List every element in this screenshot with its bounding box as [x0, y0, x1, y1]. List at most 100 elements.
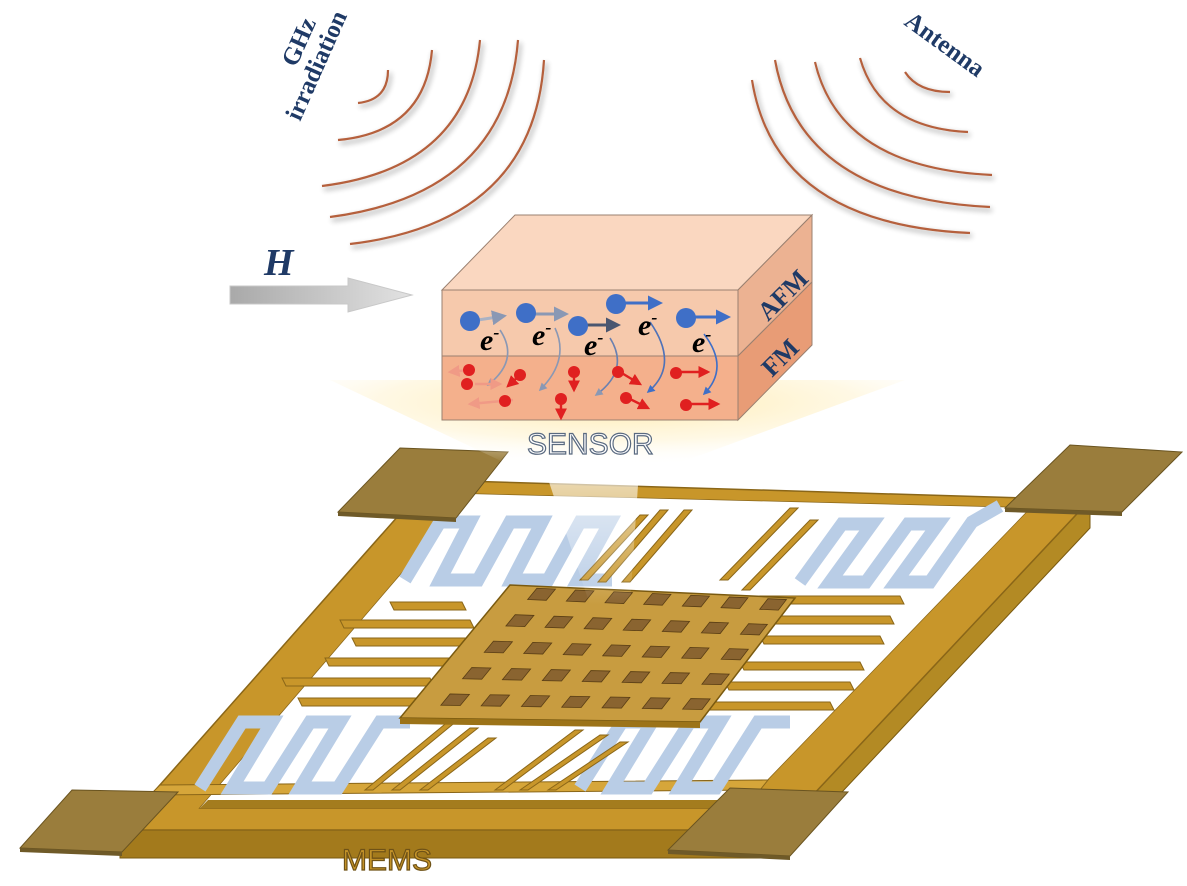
electron-symbol: e- — [532, 317, 551, 352]
proof-mass-bump — [720, 596, 749, 609]
proof-mass-bump — [739, 623, 769, 636]
flow-arrow — [646, 321, 666, 394]
comb-finger — [759, 635, 885, 645]
proof-mass-bump — [681, 594, 711, 608]
proof-mass-bump — [461, 667, 492, 680]
fm-spin-dot — [620, 392, 632, 404]
electron-symbol: e- — [638, 307, 657, 342]
proof-mass-bump — [520, 695, 551, 708]
proof-mass-bump — [661, 672, 691, 685]
proof-mass-bump — [758, 598, 788, 611]
comb-finger — [389, 601, 467, 611]
proof-mass-bump — [681, 698, 711, 710]
spring-top-right — [794, 500, 1004, 589]
electron-spin-arrow — [477, 310, 507, 326]
electron-symbol: e- — [584, 327, 603, 362]
proof-mass-bump — [483, 640, 514, 654]
proof-mass-bump — [601, 644, 632, 657]
fm-spin-dot — [680, 399, 692, 411]
ghz-wave-group — [321, 39, 546, 246]
proof-mass-bump — [700, 621, 730, 634]
proof-mass-bump — [642, 593, 672, 606]
fm-front-face — [441, 355, 739, 421]
electron — [516, 303, 536, 323]
proof-mass-bump — [505, 614, 535, 628]
proof-mass-bump — [544, 615, 574, 629]
fm-spins — [447, 364, 721, 421]
proof-mass-bumps — [440, 587, 788, 710]
proof-mass-bump — [701, 673, 731, 686]
field-label: H — [263, 242, 295, 284]
ghz-wave-arc — [321, 39, 482, 188]
proof-mass-bump — [501, 668, 532, 681]
proof-mass-bump — [601, 696, 631, 709]
proof-mass-bump — [480, 694, 511, 707]
fm-spin-dot — [463, 364, 475, 376]
proof-mass-bump — [541, 669, 572, 682]
proof-mass-bump — [581, 670, 611, 683]
antenna-label: Antenna — [899, 7, 989, 83]
field-arrow — [229, 277, 414, 313]
electron-symbol: e- — [480, 322, 499, 357]
comb-finger — [324, 657, 455, 667]
corner-pads — [18, 444, 1184, 860]
ghz-wave-arc — [357, 69, 390, 105]
fm-spin-dot — [555, 393, 567, 405]
proof-mass-bump — [622, 618, 652, 632]
pad-bottom-left-edge — [20, 848, 122, 856]
electron — [606, 294, 626, 314]
comb-finger — [518, 734, 610, 791]
comb-finger — [351, 637, 475, 647]
comb-finger — [339, 619, 475, 629]
proof-mass-bump — [641, 645, 671, 658]
proof-mass-bump — [526, 587, 557, 601]
electron-symbol: e- — [692, 324, 711, 359]
comb-finger — [493, 729, 585, 791]
proof-mass-bump — [583, 617, 613, 630]
spring-bottom-left — [194, 715, 410, 795]
proof-mass-bump — [560, 695, 591, 708]
mems-label: MEMS — [342, 844, 432, 877]
fm-spin-dot — [568, 366, 580, 378]
comb-finger — [281, 677, 435, 687]
electron — [460, 311, 480, 331]
proof-mass-bump — [641, 697, 671, 710]
fm-spin-dot — [514, 369, 526, 381]
proof-mass-bump — [661, 620, 691, 633]
proof-mass-bump — [440, 693, 471, 706]
pad-top-right — [1003, 444, 1184, 513]
comb-finger — [546, 741, 630, 791]
fm-spin-dot — [612, 366, 624, 378]
antenna-wave-arc — [773, 59, 991, 209]
antenna-wave-arc — [858, 57, 969, 134]
antenna-wave-arc — [904, 71, 951, 94]
ghz-wave-arc — [337, 49, 434, 142]
fm-spin-dot — [461, 378, 473, 390]
sensor-stack: AFM FM e- e- e- e- — [440, 213, 814, 422]
comb-finger — [418, 737, 498, 791]
sensor-label: SENSOR — [527, 428, 654, 461]
pad-top-left-edge — [338, 512, 456, 522]
comb-finger — [718, 507, 800, 581]
comb-finger — [724, 681, 855, 691]
electron-labels: e- e- e- e- e- — [480, 307, 711, 362]
electron — [676, 308, 696, 328]
proof-mass-bump — [562, 643, 592, 656]
comb-finger — [739, 661, 865, 671]
proof-mass-bump — [720, 648, 750, 661]
ghz-wave-arc — [349, 59, 546, 246]
proof-mass-bump — [680, 646, 710, 660]
pad-top-right-edge — [1005, 508, 1122, 516]
ghz-wave-arc — [329, 39, 520, 219]
antenna-wave-group — [750, 57, 993, 235]
fm-spin-dot — [499, 395, 511, 407]
flow-arrow — [702, 333, 718, 396]
electron — [568, 316, 588, 336]
flow-arrow — [538, 327, 561, 392]
antenna-wave-arc — [750, 79, 971, 235]
mems-inner-ledge — [200, 800, 742, 808]
comb-finger — [297, 697, 430, 707]
comb-finger — [390, 727, 480, 791]
